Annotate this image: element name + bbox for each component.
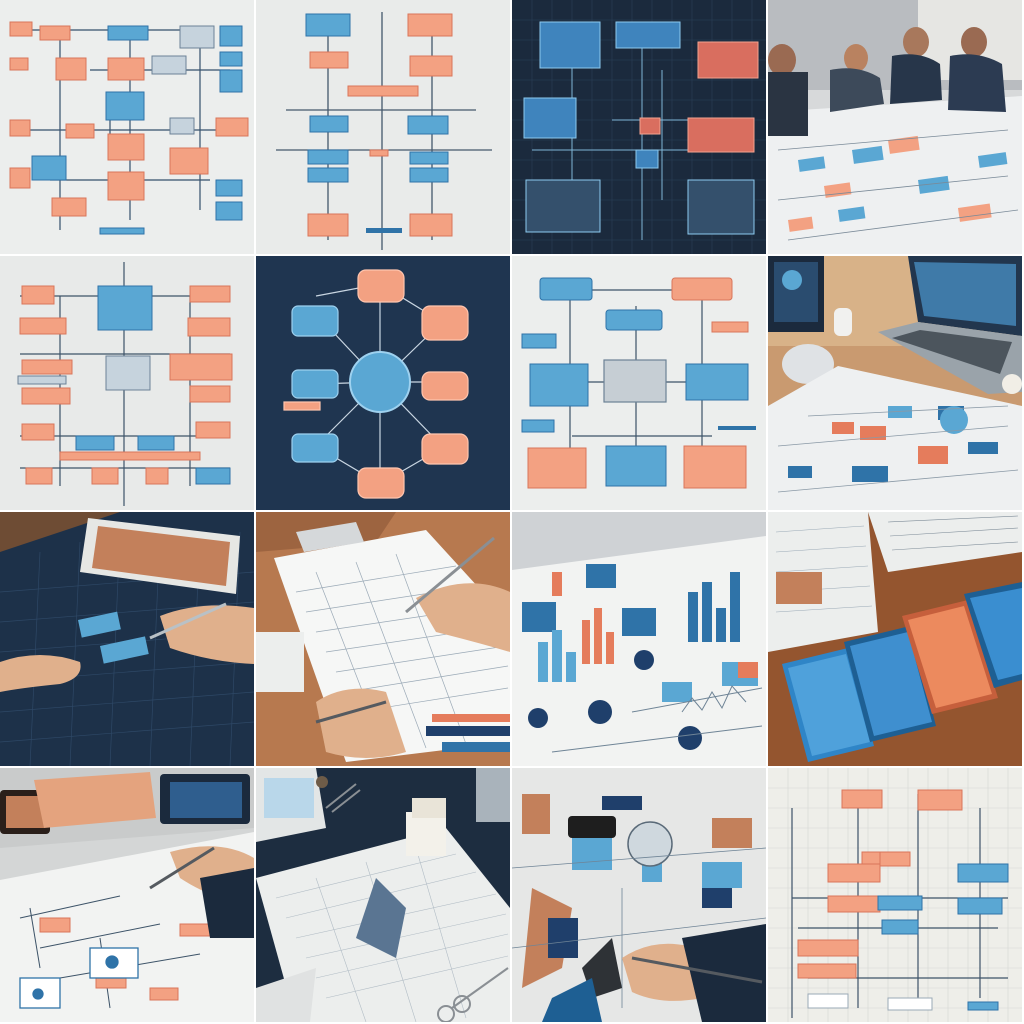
tile-books xyxy=(768,512,1022,766)
tile-hand-dark-board xyxy=(0,512,254,766)
tile-hand-sketch xyxy=(0,768,254,1022)
tile-team-meeting xyxy=(768,0,1022,254)
tile-central-node-flowchart xyxy=(512,256,766,510)
tile-infographic-collage xyxy=(512,768,766,1022)
tile-grid-flowchart xyxy=(768,768,1022,1022)
tile-vertical-flowchart xyxy=(256,0,510,254)
tile-charts-spread xyxy=(512,512,766,766)
tile-block-diagram xyxy=(0,256,254,510)
tile-clipboard-writing xyxy=(256,512,510,766)
tile-paper-scissors xyxy=(256,768,510,1022)
tile-flowchart-paper xyxy=(0,0,254,254)
tile-radial-hub xyxy=(256,256,510,510)
tile-dark-blueprint xyxy=(512,0,766,254)
tile-laptop-desk xyxy=(768,256,1022,510)
